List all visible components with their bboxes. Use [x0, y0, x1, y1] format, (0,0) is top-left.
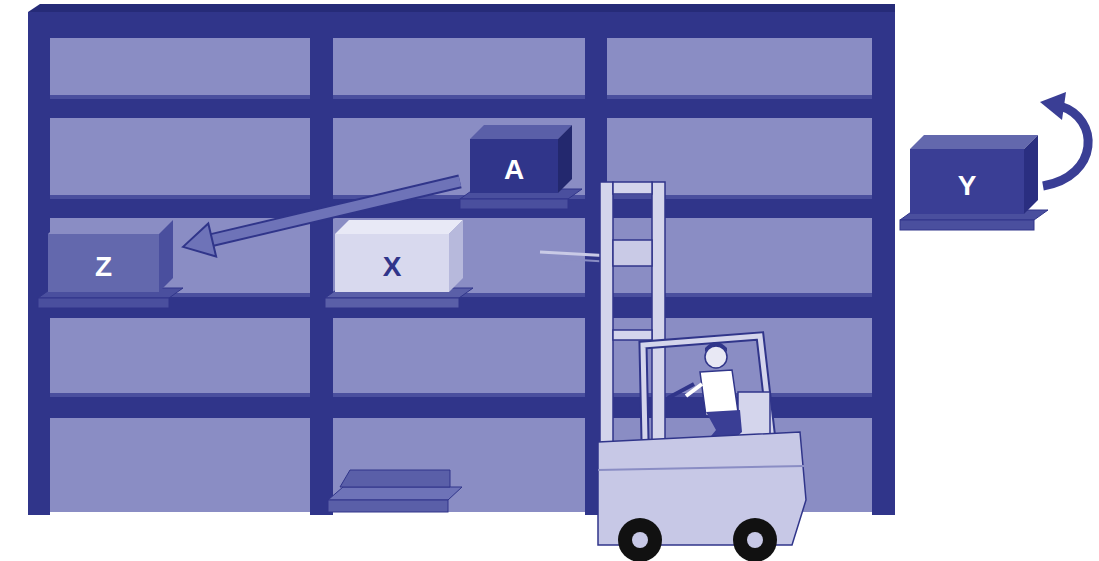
empty-pallet: [328, 500, 448, 512]
crate-box: A: [460, 125, 582, 209]
pallet-front: [38, 298, 169, 308]
crate-letter: A: [470, 143, 558, 197]
crate-side: [558, 125, 572, 193]
shelf-upright: [310, 12, 333, 515]
arrow-head: [183, 223, 216, 256]
shelf-beam: [28, 12, 895, 38]
pallet-front: [460, 199, 568, 209]
pallet-front: [900, 220, 1034, 230]
rotation-arrow: [1043, 106, 1088, 186]
wheel: [618, 518, 662, 561]
rotation-arrow-head: [1040, 92, 1066, 120]
driver-arm: [686, 384, 702, 396]
crate-top: [470, 125, 572, 139]
crate-side: [159, 220, 173, 292]
driver-hair: [705, 342, 727, 352]
pallet-front: [325, 298, 459, 308]
wheel-hub: [747, 532, 763, 548]
crate-letter: Y: [910, 153, 1024, 218]
beam-edge: [50, 95, 872, 99]
crate-side: [449, 220, 463, 292]
crate-letter: X: [335, 238, 449, 296]
crate-side: [1024, 135, 1038, 214]
shelf-beam: [28, 95, 895, 118]
shelf-upright: [28, 12, 50, 515]
wheel: [733, 518, 777, 561]
crate-top: [335, 220, 463, 234]
mast-carriage: [613, 240, 652, 266]
driver-head: [705, 346, 727, 368]
driver-shirt: [700, 370, 738, 416]
crate-box: X: [325, 220, 473, 308]
crate-box: Z: [38, 220, 183, 308]
crate-top: [48, 220, 173, 234]
wheel-hub: [632, 532, 648, 548]
empty-pallet: [340, 470, 450, 487]
shelf-upright: [872, 12, 895, 515]
empty-pallet: [328, 487, 462, 500]
mast-bar: [613, 182, 652, 194]
crate-letter: Z: [48, 238, 159, 296]
forklift-body-line: [598, 466, 804, 470]
crate-box: Y: [900, 135, 1048, 230]
shelf-top: [28, 4, 895, 12]
mast-bar: [613, 330, 652, 340]
crate-top: [910, 135, 1038, 149]
